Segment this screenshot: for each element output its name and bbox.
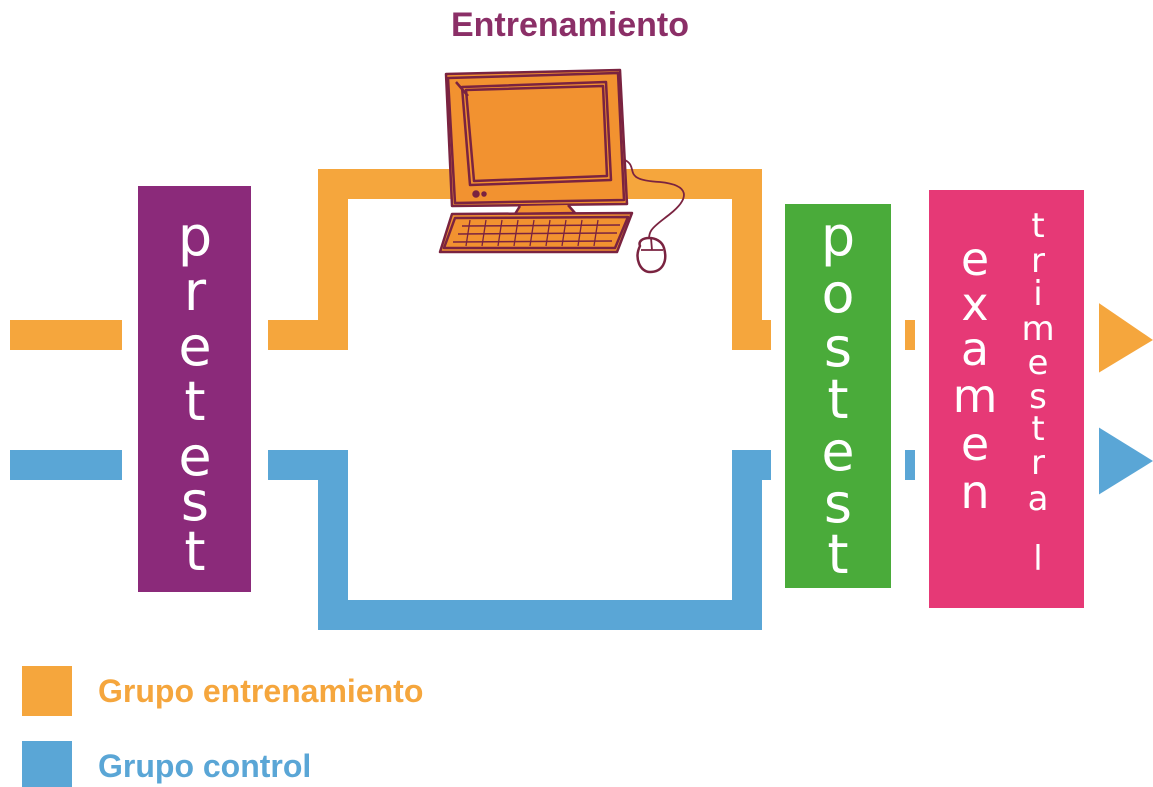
control-arrow-head (1090, 422, 1153, 500)
legend-item-control: Grupo control (22, 741, 311, 787)
svg-text:a: a (961, 322, 989, 376)
exam-label-trimestral: t r i m e s t r a l (1021, 206, 1054, 579)
svg-text:t: t (827, 523, 848, 586)
svg-text:t: t (184, 370, 205, 433)
svg-text:x: x (961, 277, 988, 331)
legend-swatch-training (22, 666, 72, 716)
diagram-title: Entrenamiento (450, 6, 690, 44)
svg-text:t: t (1031, 206, 1044, 246)
legend-label-training: Grupo entrenamiento (98, 672, 424, 709)
svg-text:t: t (1031, 409, 1044, 449)
svg-text:p: p (821, 205, 855, 268)
legend-item-training: Grupo entrenamiento (22, 666, 423, 716)
svg-text:e: e (961, 417, 989, 471)
svg-text:s: s (181, 470, 209, 533)
svg-text:r: r (1031, 241, 1045, 281)
svg-text:e: e (1028, 343, 1049, 383)
svg-text:a: a (1028, 479, 1049, 519)
svg-text:l: l (1033, 539, 1042, 579)
exam-label-examen: e x a m e n (953, 232, 998, 519)
training-arrow-head (1090, 297, 1153, 378)
exam-block (929, 190, 1084, 608)
svg-text:r: r (184, 260, 207, 323)
computer-sketch-icon (438, 68, 685, 274)
svg-text:p: p (178, 205, 212, 268)
svg-text:s: s (824, 316, 852, 379)
svg-text:o: o (821, 262, 854, 325)
pretest-label: p r e t e s t (178, 205, 212, 583)
svg-text:t: t (184, 520, 205, 583)
svg-text:e: e (821, 420, 854, 483)
posttest-block (785, 204, 891, 588)
svg-text:m: m (1021, 309, 1054, 349)
svg-text:s: s (824, 472, 852, 535)
svg-text:e: e (961, 232, 989, 286)
svg-text:n: n (960, 465, 989, 519)
svg-text:m: m (953, 369, 998, 423)
svg-text:r: r (1031, 443, 1045, 483)
svg-text:e: e (178, 425, 211, 488)
pretest-block (138, 186, 251, 592)
svg-text:i: i (1033, 274, 1042, 314)
posttest-label: p o s t e s t (821, 205, 855, 586)
svg-text:s: s (1029, 377, 1047, 417)
legend-label-control: Grupo control (98, 747, 312, 784)
svg-text:t: t (827, 368, 848, 431)
svg-text:e: e (178, 315, 211, 378)
legend-swatch-control (22, 741, 72, 787)
